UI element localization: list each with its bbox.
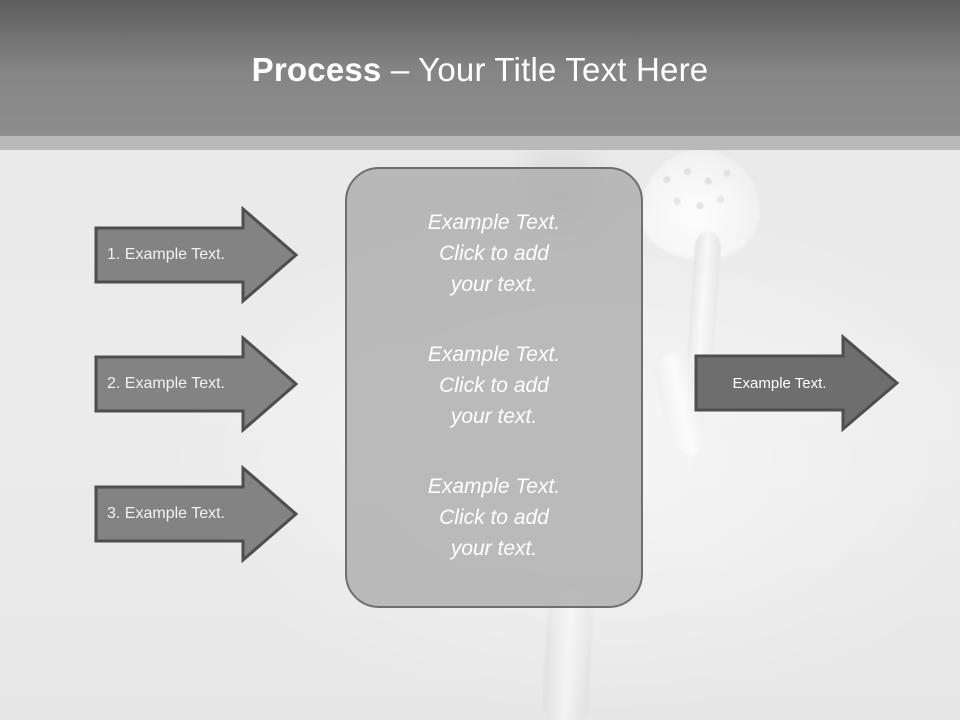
- arrow-right-icon: [94, 465, 299, 563]
- process-text-block-2: Example Text. Click to add your text.: [369, 339, 619, 432]
- step-arrow-2[interactable]: 2. Example Text.: [93, 335, 299, 433]
- step-arrow-2-label: 2. Example Text.: [107, 375, 225, 392]
- process-text-block-1-line-2: Click to add: [439, 242, 549, 265]
- step-arrow-1[interactable]: 1. Example Text.: [93, 206, 299, 304]
- process-text-block-2-line-3: your text.: [450, 405, 538, 428]
- process-text-block-1: Example Text. Click to add your text.: [369, 207, 619, 300]
- step-arrow-1-label: 1. Example Text.: [107, 246, 225, 263]
- output-arrow-label: Example Text.: [732, 374, 827, 392]
- title-band-rule: [0, 136, 960, 150]
- arrow-right-icon: [94, 335, 299, 433]
- page-title-rest: – Your Title Text Here: [381, 51, 709, 88]
- process-text-block-3-line-3: your text.: [450, 537, 538, 560]
- output-arrow[interactable]: Example Text.: [693, 334, 900, 432]
- step-arrow-3[interactable]: 3. Example Text.: [93, 465, 299, 563]
- title-band: [0, 0, 960, 136]
- process-text-block-2-line-1: Example Text.: [427, 343, 561, 366]
- process-text-block-1-line-3: your text.: [450, 273, 538, 296]
- process-text-block-3: Example Text. Click to add your text.: [369, 471, 619, 564]
- process-box-text[interactable]: Example Text. Click to add your text. Ex…: [345, 167, 643, 608]
- process-text-block-3-line-2: Click to add: [439, 506, 549, 529]
- process-text-block-2-line-2: Click to add: [439, 374, 549, 397]
- step-arrow-3-label: 3. Example Text.: [107, 505, 225, 522]
- arrow-right-icon: [694, 334, 900, 432]
- process-text-block-3-line-1: Example Text.: [427, 475, 561, 498]
- page-title-bold: Process: [251, 51, 382, 88]
- process-text-block-1-line-1: Example Text.: [427, 211, 561, 234]
- page-title: Process – Your Title Text Here: [0, 50, 960, 90]
- process-box[interactable]: [345, 167, 643, 608]
- arrow-right-icon: [94, 206, 299, 304]
